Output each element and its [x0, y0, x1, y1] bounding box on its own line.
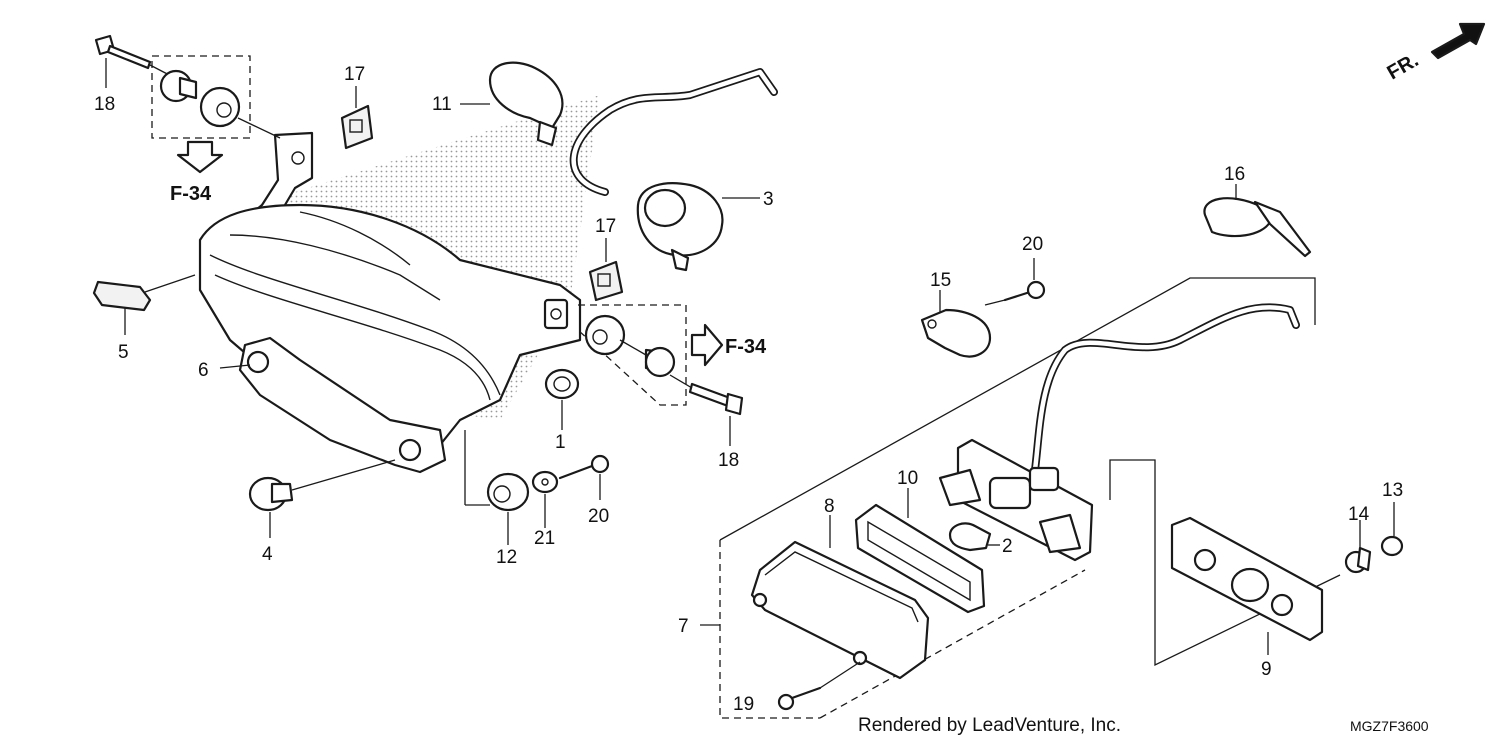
part-13-nut — [1380, 535, 1404, 557]
callout-19: 19 — [733, 694, 754, 715]
rendered-by-credit: Rendered by LeadVenture, Inc. — [858, 715, 1121, 736]
front-indicator-label: FR. — [1384, 49, 1423, 84]
callout-17-top: 17 — [344, 64, 365, 85]
license-light-base — [938, 438, 1094, 562]
callout-21: 21 — [534, 528, 555, 549]
part-3-cable — [569, 68, 778, 196]
part-12-grommet — [486, 472, 530, 512]
callout-14: 14 — [1348, 504, 1370, 525]
callout-11: 11 — [432, 94, 452, 115]
ref-label-left: F-34 — [170, 183, 212, 205]
part-10-gasket — [854, 503, 986, 614]
dashed-group-left — [151, 55, 251, 139]
callout-1: 1 — [555, 432, 566, 453]
part-2-bulb — [948, 522, 992, 552]
ref-arrow-left — [176, 140, 224, 174]
callout-3: 3 — [763, 189, 774, 210]
dashed-group-right — [577, 304, 687, 406]
part-19-screw — [777, 686, 822, 711]
diagram-code: MGZ7F3600 — [1350, 718, 1429, 734]
part-1-grommet — [544, 368, 580, 400]
callout-2: 2 — [1002, 536, 1013, 557]
callout-8: 8 — [824, 496, 835, 517]
part-3-socket — [636, 182, 724, 272]
callout-12: 12 — [496, 547, 517, 568]
callout-18-right: 18 — [718, 450, 739, 471]
part-18-bolt-left — [94, 34, 152, 70]
taillight-unit — [198, 203, 582, 474]
callout-7: 7 — [678, 616, 689, 637]
callout-20-upper: 20 — [1022, 234, 1043, 255]
ref-arrow-right — [690, 323, 724, 367]
part-17-clip-top — [340, 104, 374, 150]
callout-17-mid: 17 — [595, 216, 616, 237]
callout-6: 6 — [198, 360, 209, 381]
part-16-cable-tie — [1203, 197, 1312, 258]
ref-label-right: F-34 — [725, 336, 767, 358]
callout-9: 9 — [1261, 659, 1272, 680]
part-14-collar — [1344, 546, 1372, 574]
part-4-collar — [248, 476, 294, 512]
part-17-clip-mid — [588, 260, 624, 302]
front-direction-indicator — [1430, 22, 1486, 60]
part-20-screw-lower — [558, 454, 610, 480]
callout-18-left: 18 — [94, 94, 115, 115]
part-21-washer — [531, 470, 559, 494]
bracket-hole — [291, 151, 305, 165]
callout-16: 16 — [1224, 164, 1245, 185]
callout-15: 15 — [930, 270, 951, 291]
callout-5: 5 — [118, 342, 129, 363]
license-light-harness — [1031, 303, 1300, 474]
callout-10: 10 — [897, 468, 918, 489]
collar-right — [644, 346, 676, 378]
callout-4: 4 — [262, 544, 273, 565]
part-15-clamp — [920, 308, 992, 358]
collar-left — [159, 69, 198, 103]
part-9-base-plate — [1170, 516, 1324, 642]
grommet-left — [199, 86, 241, 128]
callout-13: 13 — [1382, 480, 1403, 501]
part-11-bulb — [488, 61, 564, 147]
part-20-screw-upper — [1003, 280, 1046, 302]
part-18-bolt-right — [688, 382, 744, 416]
callout-20-lower: 20 — [588, 506, 609, 527]
grommet-right — [584, 314, 626, 356]
part-5-reflector — [92, 280, 152, 312]
license-light-outline — [719, 277, 1316, 541]
part-8-lens — [750, 540, 930, 680]
